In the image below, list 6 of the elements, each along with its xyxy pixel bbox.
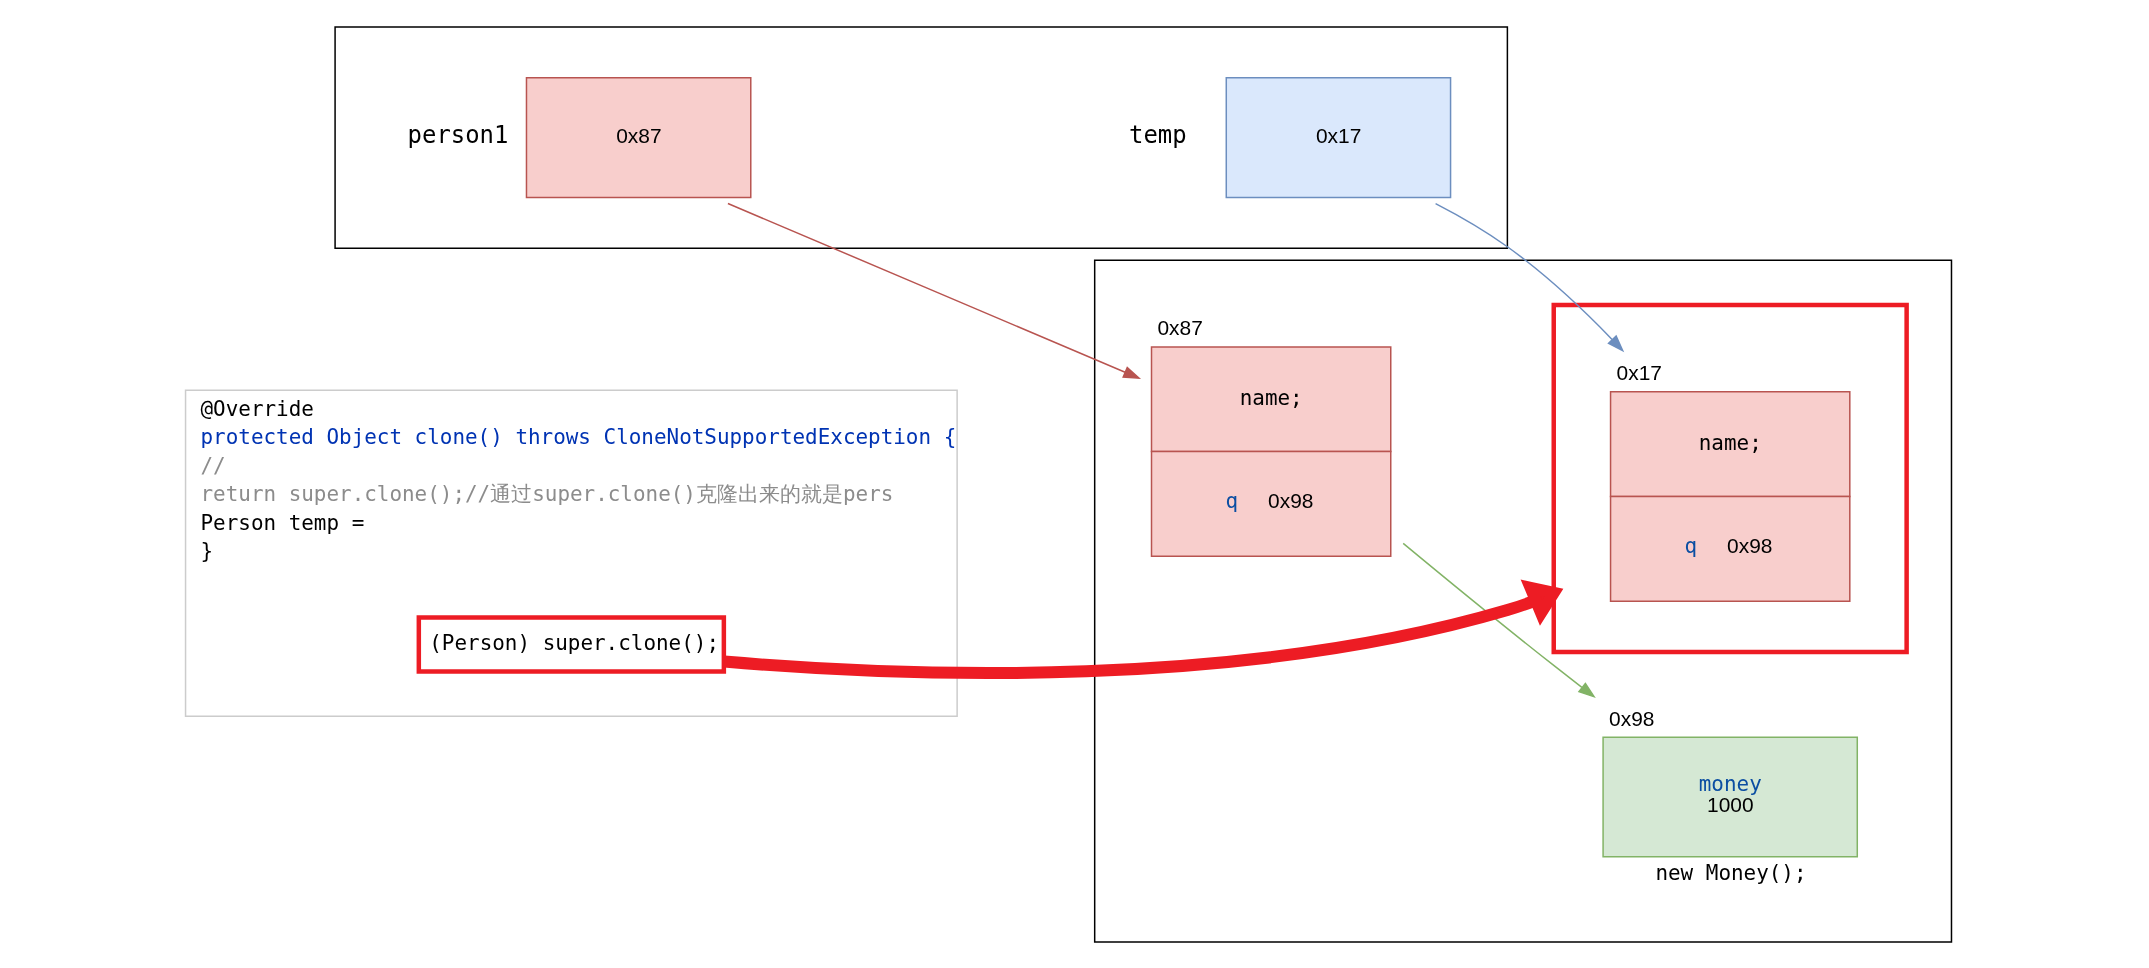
node-label: 0x98: [1609, 706, 1655, 730]
node-label: person1: [407, 120, 509, 149]
node-label: temp: [1129, 120, 1187, 149]
node-label: 0x17: [1616, 360, 1662, 384]
node-label: 0x87: [1157, 315, 1203, 339]
node-label: new Money();: [1655, 860, 1807, 885]
